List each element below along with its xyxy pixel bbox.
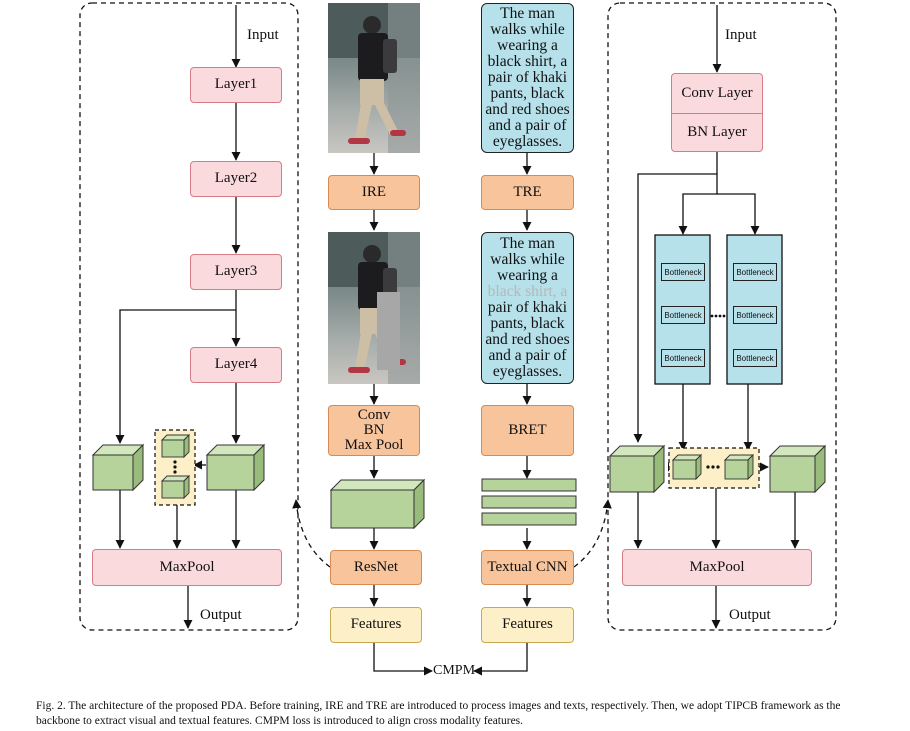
- erased-phrase: black shirt, a: [487, 283, 568, 301]
- maxpool-label: Max Pool: [344, 437, 404, 453]
- right-branch-frame: [607, 2, 837, 631]
- textual-cnn-box: Textual CNN: [481, 550, 574, 585]
- desc-line: wearing a: [497, 37, 558, 55]
- conv-bn-divider: [672, 113, 762, 114]
- left-input-label: Input: [247, 27, 279, 43]
- left-output-label: Output: [200, 607, 242, 623]
- desc-line: pair of khaki: [487, 69, 568, 87]
- desc-line: walks while: [490, 21, 565, 39]
- erased-desc-line: pair of khaki: [487, 299, 568, 317]
- desc-line: and a pair of: [488, 116, 567, 134]
- pedestrian-photo-original: [328, 3, 420, 153]
- layer4-box: Layer4: [190, 347, 282, 383]
- bottleneck-2-2: Bottleneck: [733, 306, 777, 324]
- right-maxpool-box: MaxPool: [622, 549, 812, 586]
- bn-layer-label: BN Layer: [687, 124, 747, 141]
- erased-desc-line: eyeglasses.: [492, 362, 563, 380]
- desc-line: and red shoes: [485, 100, 570, 118]
- erased-desc-line: walks while: [490, 251, 565, 269]
- text-description-original: The man walks while wearing a black shir…: [481, 3, 574, 153]
- erased-desc-line: The man: [500, 235, 555, 253]
- left-branch-frame: [79, 2, 299, 631]
- visual-features-box: Features: [330, 607, 422, 643]
- figure-caption: Fig. 2. The architecture of the proposed…: [36, 700, 841, 727]
- cmpm-label: CMPM: [433, 663, 476, 678]
- right-feature-cube-a: [608, 444, 666, 494]
- tre-box: TRE: [481, 175, 574, 210]
- right-feature-cube-b: [768, 444, 827, 494]
- visual-feature-map: [329, 478, 426, 530]
- right-input-label: Input: [725, 27, 757, 43]
- resnet-box: ResNet: [330, 550, 422, 585]
- layer1-box: Layer1: [190, 67, 282, 103]
- desc-line: The man: [500, 5, 555, 23]
- left-feature-cube-a: [91, 443, 145, 492]
- right-output-label: Output: [729, 607, 771, 623]
- conv-label: Conv: [357, 407, 391, 423]
- resnet-to-left-branch-curve: [292, 499, 331, 568]
- bottleneck-2-1: Bottleneck: [733, 263, 777, 281]
- text-description-erased: The man walks while wearing a black shir…: [481, 232, 574, 384]
- conv-layer-label: Conv Layer: [681, 84, 753, 101]
- bret-box: BRET: [481, 405, 574, 456]
- erased-desc-line: pants, black: [490, 314, 565, 332]
- pedestrian-photo-erased: [328, 232, 420, 384]
- pedestrian-figure: [328, 3, 420, 153]
- left-maxpool-box: MaxPool: [92, 549, 282, 586]
- bottleneck-1-3: Bottleneck: [661, 349, 705, 367]
- textual-features-box: Features: [481, 607, 574, 643]
- left-feature-cube-b: [205, 443, 266, 492]
- layer3-box: Layer3: [190, 254, 282, 290]
- conv-bn-maxpool-box: Conv BN Max Pool: [328, 405, 420, 456]
- textcnn-to-right-branch-curve: [573, 499, 612, 568]
- pedestrian-figure-erased: [328, 232, 420, 384]
- conv-bn-block: Conv Layer BN Layer: [671, 73, 763, 152]
- bottleneck-2-3: Bottleneck: [733, 349, 777, 367]
- ire-box: IRE: [328, 175, 420, 210]
- erased-desc-line: wearing a: [497, 267, 558, 285]
- desc-line: black shirt, a: [487, 53, 568, 71]
- bottleneck-1-2: Bottleneck: [661, 306, 705, 324]
- bottleneck-1-1: Bottleneck: [661, 263, 705, 281]
- bn-label: BN: [363, 422, 385, 438]
- erased-region: [377, 292, 400, 370]
- textual-feature-bars: [481, 478, 577, 526]
- erased-desc-line: and red shoes: [485, 330, 570, 348]
- desc-line: pants, black: [490, 84, 565, 102]
- erased-desc-line: and a pair of: [488, 346, 567, 364]
- desc-line: eyeglasses.: [492, 132, 563, 150]
- layer2-box: Layer2: [190, 161, 282, 197]
